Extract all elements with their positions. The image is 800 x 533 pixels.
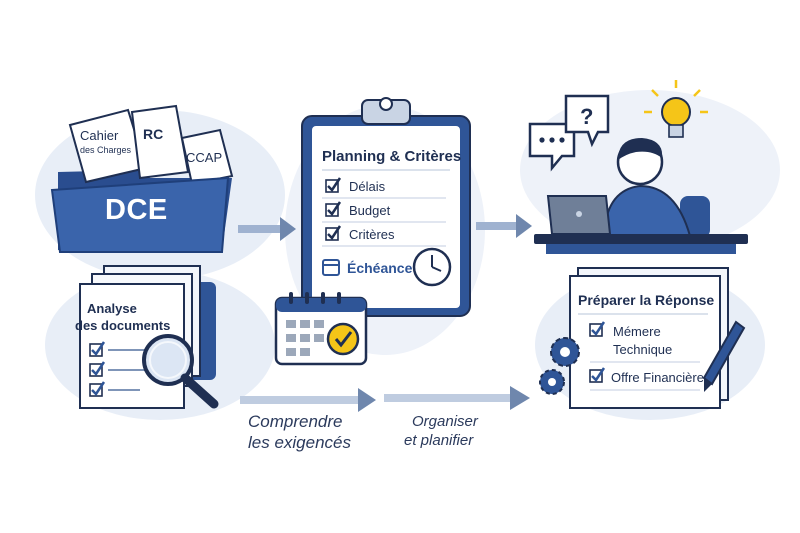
reponse-item-memoire-line2: Technique xyxy=(613,342,673,357)
clock-icon xyxy=(412,247,452,287)
reponse-item-offre: Offre Financière xyxy=(611,370,704,385)
analyse-checklist xyxy=(89,341,150,397)
planning-deadline-label: Échéance xyxy=(347,260,413,276)
planning-item-criteres: Critères xyxy=(349,227,395,242)
step-organiser-line1: Organiser xyxy=(412,413,478,430)
rc-label: RC xyxy=(143,126,164,142)
question-icon: ? xyxy=(564,94,610,148)
reponse-checklist xyxy=(589,321,700,391)
calendar-icon xyxy=(274,292,368,366)
cahier-label-line1: Cahier xyxy=(80,128,119,143)
planning-title: Planning & Critères xyxy=(322,148,462,165)
gears-icon xyxy=(539,337,580,395)
dce-folder-label: DCE xyxy=(105,194,168,226)
analyse-title-line1: Analyse xyxy=(87,301,137,316)
lightbulb-icon xyxy=(644,80,708,138)
deadline-calendar-small-icon xyxy=(322,259,340,276)
planning-checklist xyxy=(322,177,446,247)
reponse-item-memoire-line1: Mémere xyxy=(613,324,661,339)
arrow-organiser xyxy=(384,386,530,410)
analyse-documents-stack xyxy=(79,265,219,409)
document-rc xyxy=(130,104,190,180)
document-ccap xyxy=(180,128,234,186)
arrow-planning-to-person xyxy=(476,214,532,238)
pen-icon xyxy=(702,320,746,392)
reponse-title: Préparer la Réponse xyxy=(578,292,715,308)
arrow-comprendre xyxy=(240,388,376,412)
dce-folder xyxy=(50,104,234,253)
magnifier-icon xyxy=(142,334,219,409)
svg-text:?: ? xyxy=(580,104,593,129)
analyse-title-line2: des documents xyxy=(75,318,171,333)
ccap-label: CCAP xyxy=(186,150,223,165)
step-organiser-line2: et planifier xyxy=(404,432,474,449)
planning-clipboard xyxy=(301,97,471,317)
arrow-dce-to-planning xyxy=(238,217,296,241)
planning-item-delais: Délais xyxy=(349,179,386,194)
cahier-label-line2: des Charges xyxy=(80,145,132,155)
person-laptop-icon xyxy=(534,138,748,254)
step-comprendre-line1: Comprendre xyxy=(248,412,343,431)
step-comprendre-line2: les exigencés xyxy=(248,433,352,452)
planning-item-budget: Budget xyxy=(349,203,391,218)
